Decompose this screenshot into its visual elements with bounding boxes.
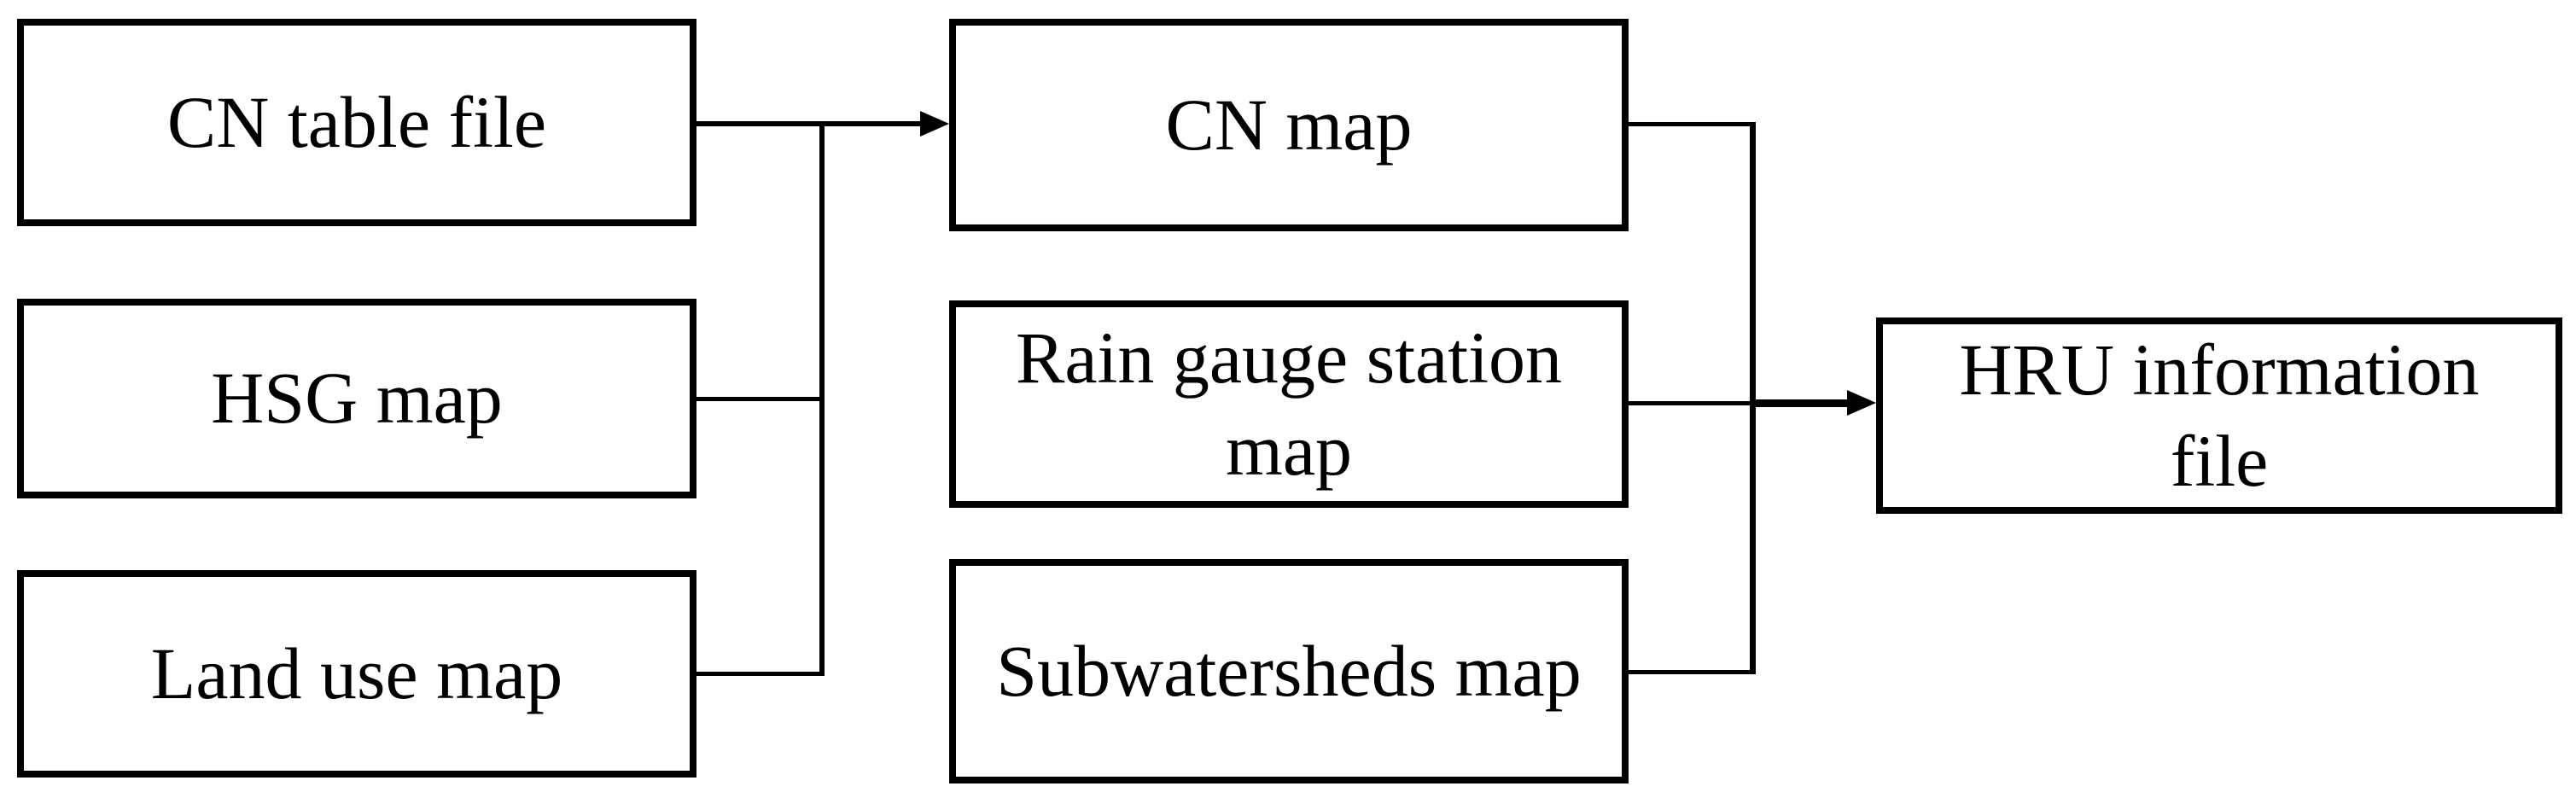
connector-subwatersheds-to-bus (1629, 670, 1756, 674)
node-subwatersheds-map: Subwatersheds map (949, 559, 1629, 783)
node-label-line2: file (2170, 420, 2269, 502)
node-label: CN table file (166, 80, 547, 163)
connector-hsg-to-bus (696, 397, 825, 401)
node-hsg-map: HSG map (17, 299, 696, 498)
connector-bus-to-hru (1750, 399, 1849, 407)
node-hru-information-file: HRU information file (1876, 317, 2562, 514)
node-label-line2: map (1225, 408, 1353, 491)
connector-cn-table-to-cn-map (696, 121, 920, 126)
connector-land-use-to-bus (696, 672, 825, 676)
node-label: HSG map (211, 357, 503, 440)
node-land-use-map: Land use map (17, 570, 696, 778)
node-label-line1: HRU information (1959, 328, 2480, 411)
arrowhead-into-hru (1847, 390, 1876, 416)
node-cn-map: CN map (949, 19, 1629, 231)
arrowhead-into-cn-map (920, 111, 949, 137)
node-label-line1: Rain gauge station (1015, 317, 1563, 399)
node-rain-gauge-station-map: Rain gauge station map (949, 300, 1629, 508)
connector-bus-middle (1750, 122, 1756, 674)
connector-cn-map-to-bus (1629, 122, 1756, 126)
node-label: Land use map (150, 632, 563, 714)
node-label: Subwatersheds map (996, 629, 1582, 712)
node-cn-table-file: CN table file (17, 19, 696, 226)
node-label: CN map (1165, 83, 1413, 166)
connector-rain-gauge-to-bus (1629, 401, 1753, 405)
connector-bus-left (819, 121, 825, 676)
